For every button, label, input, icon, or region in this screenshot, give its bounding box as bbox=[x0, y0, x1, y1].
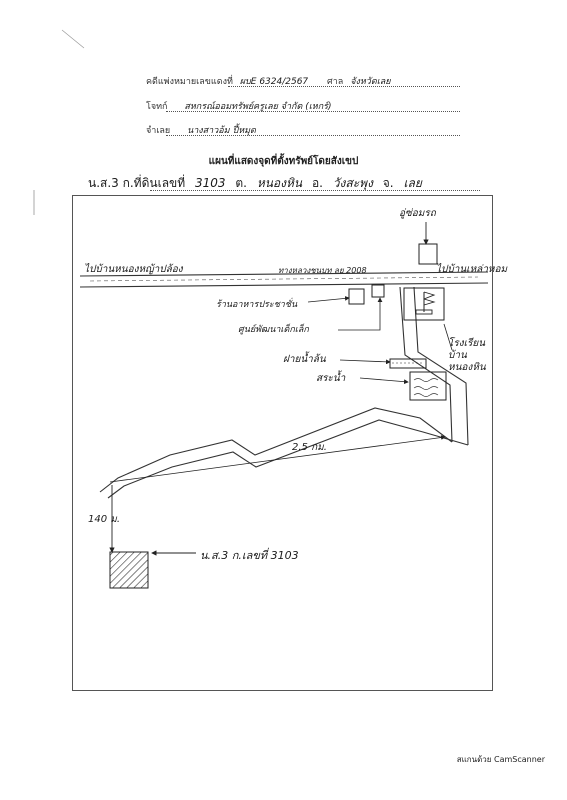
map-title: แผนที่แสดงจุดที่ตั้งทรัพย์โดยสังเขป bbox=[208, 156, 359, 167]
shop-label: ร้านอาหารประชาชั่น bbox=[216, 300, 298, 310]
short-distance-label: 140 ม. bbox=[88, 514, 121, 525]
land-parcel bbox=[109, 551, 149, 589]
school-label: โรงเรียนบ้านหนองหิน bbox=[448, 338, 486, 373]
garage-label: อู่ซ่อมรถ bbox=[399, 208, 436, 219]
shop-box bbox=[348, 288, 365, 305]
weir-label: ฝายน้ำล้น bbox=[283, 354, 326, 365]
province-label: จ. bbox=[382, 176, 394, 190]
defendant-label: จำเลย bbox=[146, 126, 171, 136]
case-number-value: ผบE 6324/2567 bbox=[239, 77, 309, 87]
pond-label: สระน้ำ bbox=[316, 373, 346, 384]
case-number-label: คดีแพ่งหมายเลขแดงที่ bbox=[146, 77, 233, 87]
defendant-dotline bbox=[166, 135, 460, 136]
camscanner-footer: สแกนด้วย CamScanner bbox=[456, 755, 545, 764]
plaintiff-dotline bbox=[166, 111, 460, 112]
plaintiff-row: โจทก์ สหกรณ์ออมทรัพย์ครูเลย จำกัด (เหกร์… bbox=[146, 99, 332, 113]
road-left-label: ไปบ้านหนองหญ้าปล้อง bbox=[84, 264, 183, 275]
court-label: ศาล bbox=[327, 77, 344, 87]
land-deed-dotline bbox=[150, 190, 480, 191]
access-road bbox=[99, 407, 469, 499]
province-value: เลย bbox=[403, 176, 422, 190]
case-number-dotline bbox=[228, 86, 460, 87]
land-deed-prefix: น.ส.3 ก.ที่ดินเลขที่ bbox=[88, 176, 186, 190]
childcare-label: ศูนย์พัฒนาเด็กเล็ก bbox=[238, 325, 309, 335]
childcare-box bbox=[371, 284, 385, 298]
map-frame bbox=[72, 195, 493, 691]
land-deed-number: 3103 bbox=[195, 176, 226, 190]
distance-arrow bbox=[109, 435, 446, 483]
pond-symbol bbox=[359, 371, 447, 401]
case-number-row: คดีแพ่งหมายเลขแดงที่ ผบE 6324/2567 ศาล จ… bbox=[146, 74, 391, 88]
district-label: อ. bbox=[311, 176, 323, 190]
garage-box bbox=[418, 243, 438, 265]
court-value: จังหวัดเลย bbox=[350, 77, 391, 87]
plaintiff-value: สหกรณ์ออมทรัพย์ครูเลย จำกัด (เหกร์) bbox=[184, 102, 332, 112]
shop-pointer bbox=[307, 295, 350, 303]
scan-mark bbox=[61, 29, 85, 49]
plaintiff-label: โจทก์ bbox=[146, 102, 168, 112]
defendant-row: จำเลย นางสาวอ้ม ปี้หมุด bbox=[146, 123, 256, 137]
defendant-value: นางสาวอ้ม ปี้หมุด bbox=[187, 126, 256, 136]
school-symbol bbox=[403, 287, 453, 351]
weir-symbol bbox=[339, 358, 427, 369]
subdistrict-value: หนองหิน bbox=[256, 176, 303, 190]
road-right-label: ไปบ้านเหล่าหอม bbox=[436, 264, 508, 275]
subdistrict-label: ต. bbox=[235, 176, 247, 190]
main-road bbox=[79, 271, 489, 288]
parcel-label: น.ส.3 ก.เลขที่ 3103 bbox=[200, 549, 299, 562]
childcare-pointer bbox=[338, 297, 383, 331]
road-name-label: ทางหลวงชนบท ลย 2008 bbox=[278, 266, 367, 275]
distance-label: 2.5 กม. bbox=[292, 442, 327, 453]
land-deed-line: น.ส.3 ก.ที่ดินเลขที่ 3103 ต. หนองหิน อ. … bbox=[88, 174, 428, 193]
district-value: วังสะพุง bbox=[332, 176, 373, 190]
